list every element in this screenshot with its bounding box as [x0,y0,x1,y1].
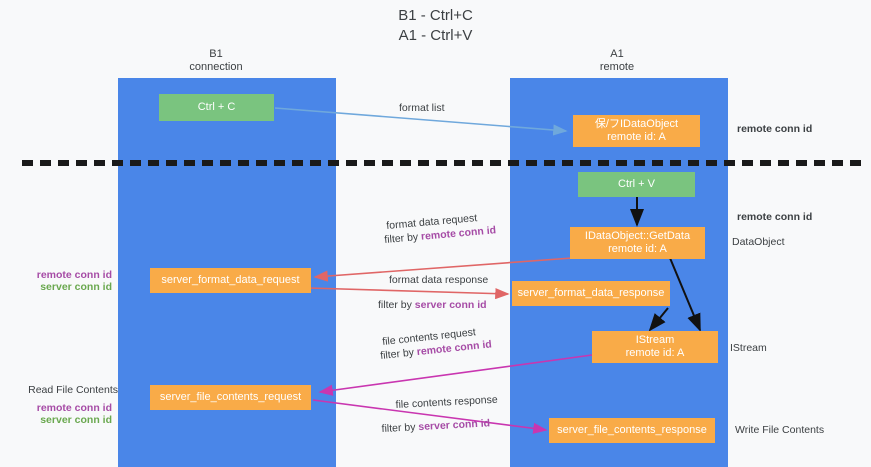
node-ctrl-c[interactable]: Ctrl + C [159,94,274,121]
page-title: B1 - Ctrl+C A1 - Ctrl+V [0,6,871,46]
node-server-file-contents-request[interactable]: server_file_contents_request [150,385,311,410]
edge-label-format-data-response-line2: filter by server conn id [378,299,487,312]
lane-header-b1-line2: connection [189,61,243,73]
node-idataobject-remote-id: remote id: A [607,131,666,143]
node-server-file-contents-request-label: server_file_contents_request [159,391,302,403]
left-label-read-file-contents: Read File Contents [28,384,118,396]
title-line-1: B1 - Ctrl+C [398,7,473,24]
node-idataobject-label: 保/フIDataObject [594,118,679,130]
node-istream[interactable]: IStream remote id: A [592,331,718,363]
left-label-remote-conn-id-mid: remote conn id [36,269,112,281]
node-idataobject-getdata[interactable]: IDataObject::GetData remote id: A [570,227,705,259]
lane-header-a1: A1 remote [517,48,717,74]
filter-by-prefix-3: filter by [379,346,418,363]
node-istream-label: IStream [635,334,675,346]
left-label-remote-conn-id-bottom: remote conn id [36,402,112,414]
lane-header-a1-line1: A1 [610,48,624,60]
node-ctrl-v-label: Ctrl + V [618,178,655,190]
filter-by-prefix-4: filter by [381,421,419,436]
server-conn-id-key-1: server conn id [414,299,487,311]
node-idataobject[interactable]: 保/フIDataObject remote id: A [573,115,700,147]
edge-label-file-contents-response-line2: filter by server conn id [381,417,490,436]
node-server-format-data-response-label: server_format_data_response [517,287,665,299]
node-ctrl-v[interactable]: Ctrl + V [578,172,695,197]
right-label-dataobject: DataObject [732,236,785,248]
node-server-format-data-response[interactable]: server_format_data_response [512,281,670,306]
edge-label-format-data-response-line1: format data response [389,274,489,286]
right-label-write-file-contents: Write File Contents [735,424,825,436]
node-idataobject-getdata-label: IDataObject::GetData [584,230,691,242]
node-server-file-contents-response-label: server_file_contents_response [557,424,707,436]
node-server-format-data-request[interactable]: server_format_data_request [150,268,311,293]
node-istream-remote-id: remote id: A [625,347,685,359]
filter-by-prefix-2: filter by [378,299,415,311]
lane-header-b1-line1: B1 [209,48,223,60]
node-server-file-contents-response[interactable]: server_file_contents_response [549,418,715,443]
edge-label-format-list: format list [399,102,445,114]
arrow-format-data-response [308,287,510,300]
left-label-server-conn-id-mid: server conn id [40,281,112,293]
lane-header-a1-line2: remote [599,61,635,73]
left-label-server-conn-id-bottom: server conn id [40,414,112,426]
node-ctrl-c-label: Ctrl + C [197,101,236,113]
title-line-2: A1 - Ctrl+V [398,27,473,44]
server-conn-id-key-2: server conn id [418,417,491,434]
right-label-remote-conn-id-mid: remote conn id [737,211,813,223]
right-label-remote-conn-id-top: remote conn id [737,123,813,135]
lane-header-b1: B1 connection [116,48,316,74]
node-server-format-data-request-label: server_format_data_request [161,274,300,286]
node-idataobject-getdata-remote-id: remote id: A [608,243,667,255]
right-label-istream: IStream [730,342,767,354]
filter-by-prefix-1: filter by [383,230,422,247]
edge-label-file-contents-response-line1: file contents response [395,393,498,412]
